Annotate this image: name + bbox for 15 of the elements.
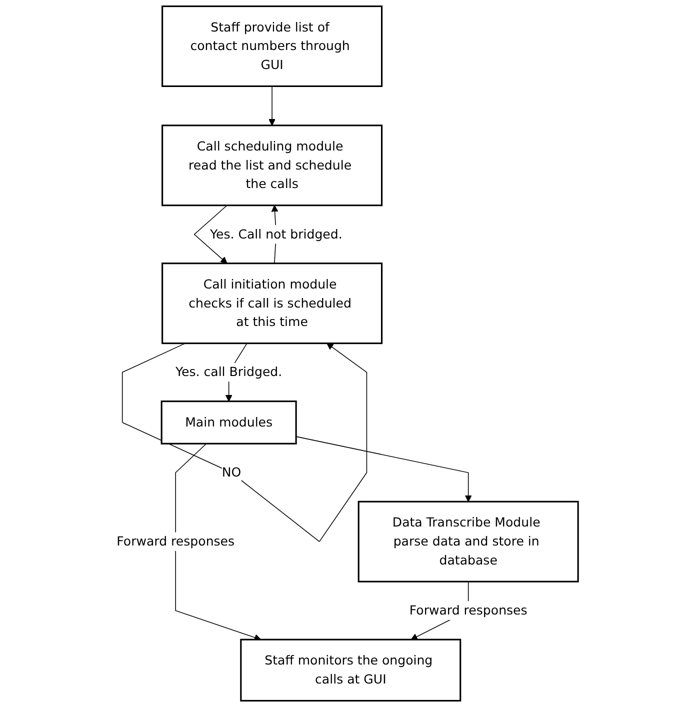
edge-label: Yes. Call not bridged. [210, 226, 342, 242]
node-box: Staff monitors the ongoing calls at GUI [240, 638, 461, 702]
arrow [268, 86, 276, 126]
node-box: Call initiation module checks if call is scheduled at this time [161, 262, 382, 344]
edge-label: NO [221, 464, 241, 480]
node-box: Staff provide list of contact numbers through GUI [161, 5, 382, 87]
node-box: Main modules [160, 400, 296, 444]
node-box: Data Transcribe Module parse data and store in database [357, 500, 578, 582]
edge-label: Yes. call Bridged. [175, 364, 282, 380]
arrow [174, 443, 261, 641]
arrow [193, 204, 228, 264]
arrow [295, 436, 472, 502]
edge-label: Forward responses [409, 602, 527, 618]
edge-label: Forward responses [116, 534, 234, 549]
node-box: Call scheduling module read the list and schedule the calls [161, 124, 382, 206]
